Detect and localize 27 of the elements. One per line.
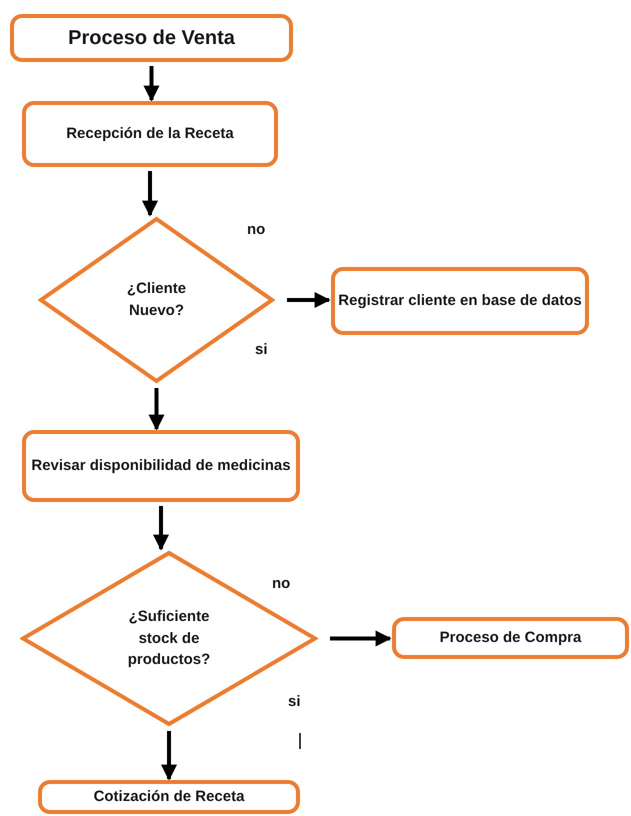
- arrow: [144, 66, 160, 102]
- arrow: [161, 731, 177, 781]
- node-text: Proceso de Venta: [68, 26, 235, 50]
- branch-label: si: [288, 692, 301, 712]
- process-box: [22, 101, 278, 167]
- arrow: [153, 506, 169, 551]
- node-text: Proceso de Compra: [440, 628, 582, 648]
- node-text: ¿Suficiente stock de productos?: [126, 606, 212, 670]
- decision-diamond: [20, 550, 318, 727]
- arrow: [142, 171, 158, 217]
- branch-label: no: [247, 220, 266, 240]
- branch-label: si: [255, 340, 268, 360]
- node-text: Recepción de la Receta: [66, 124, 234, 144]
- branch-label: no: [272, 574, 290, 594]
- process-box: [331, 267, 589, 335]
- node-text: ¿Cliente Nuevo?: [126, 279, 188, 321]
- process-box: [392, 617, 629, 659]
- arrow: [148, 388, 164, 431]
- node-text: Registrar cliente en base de datos: [338, 291, 582, 312]
- arrow: [330, 630, 392, 646]
- node-text: Cotización de Receta: [94, 787, 244, 808]
- process-box: [38, 780, 300, 814]
- node-text: Revisar disponibilidad de medicinas: [31, 456, 291, 476]
- process-box: [10, 14, 293, 62]
- decision-diamond: [38, 216, 275, 384]
- arrow: [287, 292, 331, 308]
- process-box: [22, 430, 300, 502]
